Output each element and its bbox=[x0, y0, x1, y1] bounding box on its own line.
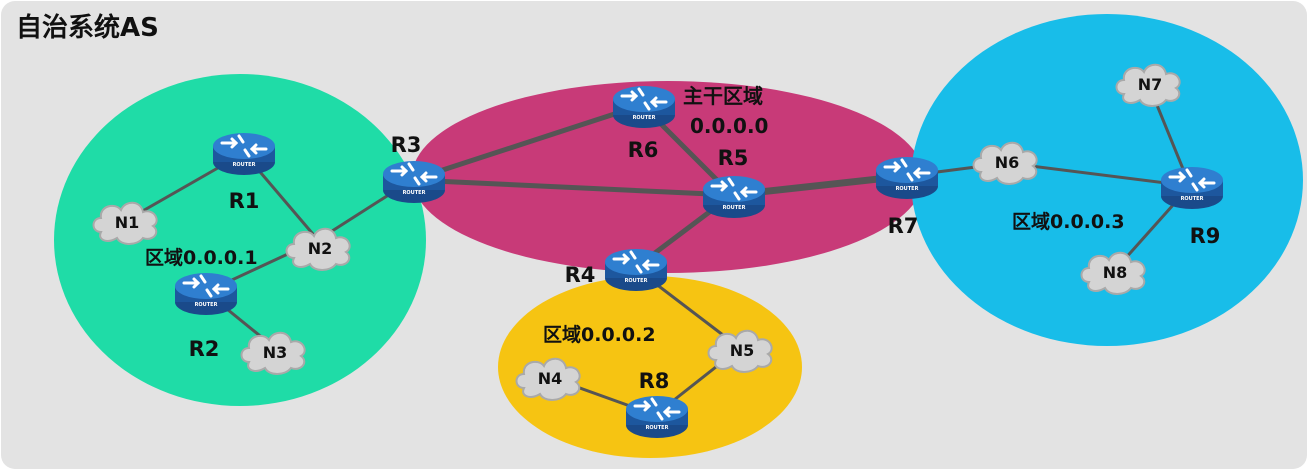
link-r3-r5 bbox=[409, 177, 735, 198]
area-1-label: 区域0.0.0.1 bbox=[145, 246, 258, 269]
svg-text:N3: N3 bbox=[263, 343, 288, 362]
router-label-r9: R9 bbox=[1190, 224, 1221, 248]
router-label-r5: R5 bbox=[718, 146, 749, 170]
svg-text:ROUTER: ROUTER bbox=[403, 190, 426, 196]
router-r6: ROUTER bbox=[611, 84, 677, 130]
router-label-r1: R1 bbox=[229, 189, 260, 213]
router-label-r6: R6 bbox=[628, 138, 659, 162]
network-n3: N3 bbox=[240, 331, 306, 375]
router-r7: ROUTER bbox=[874, 155, 940, 201]
router-icon bbox=[603, 247, 669, 293]
network-n7: N7 bbox=[1115, 63, 1181, 107]
router-r8: ROUTER bbox=[624, 394, 690, 440]
svg-text:N8: N8 bbox=[1103, 263, 1128, 282]
area-1 bbox=[54, 74, 426, 406]
area-3 bbox=[911, 14, 1303, 346]
router-icon bbox=[1159, 165, 1225, 211]
svg-text:N4: N4 bbox=[538, 369, 563, 388]
area-2 bbox=[498, 276, 802, 458]
router-label-r2: R2 bbox=[189, 337, 220, 361]
router-icon bbox=[611, 84, 677, 130]
svg-text:ROUTER: ROUTER bbox=[1181, 196, 1204, 202]
svg-text:ROUTER: ROUTER bbox=[633, 115, 656, 121]
router-label-r4: R4 bbox=[565, 263, 596, 287]
router-label-r3: R3 bbox=[391, 133, 422, 157]
router-icon bbox=[874, 155, 940, 201]
network-n5: N5 bbox=[707, 329, 773, 373]
area-3-label: 区域0.0.0.3 bbox=[1012, 210, 1125, 233]
router-r9: ROUTER bbox=[1159, 165, 1225, 211]
svg-text:N6: N6 bbox=[995, 153, 1020, 172]
backbone-name: 主干区域 bbox=[683, 84, 763, 108]
router-r5: ROUTER bbox=[701, 174, 767, 220]
svg-text:N2: N2 bbox=[308, 239, 333, 258]
svg-text:ROUTER: ROUTER bbox=[195, 302, 218, 308]
router-icon bbox=[701, 174, 767, 220]
svg-text:N7: N7 bbox=[1138, 75, 1163, 94]
router-r1: ROUTER bbox=[211, 131, 277, 177]
link-n6-r9 bbox=[1005, 161, 1192, 188]
network-n4: N4 bbox=[515, 357, 581, 401]
router-r2: ROUTER bbox=[173, 271, 239, 317]
svg-text:N5: N5 bbox=[730, 341, 755, 360]
svg-text:N1: N1 bbox=[115, 213, 140, 232]
backbone-area bbox=[412, 81, 924, 273]
svg-text:ROUTER: ROUTER bbox=[896, 186, 919, 192]
network-n8: N8 bbox=[1080, 251, 1146, 295]
router-label-r7: R7 bbox=[888, 214, 919, 238]
svg-text:ROUTER: ROUTER bbox=[233, 162, 256, 168]
as-title: 自治系统AS bbox=[16, 12, 159, 43]
svg-text:ROUTER: ROUTER bbox=[723, 205, 746, 211]
router-icon bbox=[624, 394, 690, 440]
router-r4: ROUTER bbox=[603, 247, 669, 293]
router-r3: ROUTER bbox=[381, 159, 447, 205]
network-n1: N1 bbox=[92, 201, 158, 245]
router-icon bbox=[211, 131, 277, 177]
link-r3-r6 bbox=[409, 102, 645, 183]
router-icon bbox=[381, 159, 447, 205]
area-2-label: 区域0.0.0.2 bbox=[543, 323, 656, 346]
network-n2: N2 bbox=[285, 227, 351, 271]
svg-text:ROUTER: ROUTER bbox=[625, 278, 648, 284]
network-n6: N6 bbox=[972, 141, 1038, 185]
router-label-r8: R8 bbox=[639, 369, 670, 393]
backbone-id: 0.0.0.0 bbox=[690, 114, 768, 138]
svg-text:ROUTER: ROUTER bbox=[646, 425, 669, 431]
router-icon bbox=[173, 271, 239, 317]
